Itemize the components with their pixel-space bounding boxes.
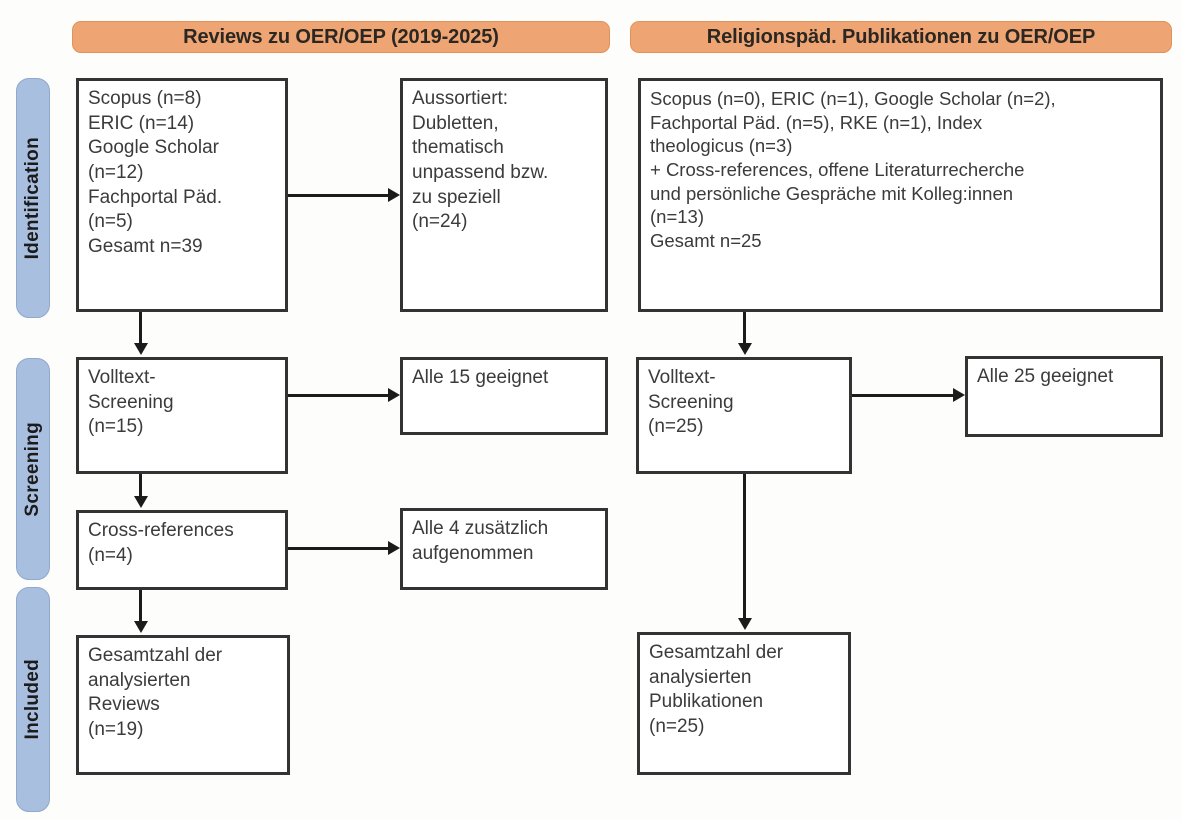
arrowhead-right-screening-to-included <box>738 618 752 630</box>
stage-label-identification-text: Identification <box>22 136 43 260</box>
box-left-cross-references: Cross-references (n=4) <box>76 510 288 590</box>
arrowhead-left-screening-to-crossrefs <box>134 496 148 508</box>
arrowhead-left-identification-to-excluded <box>388 188 400 202</box>
box-left-fulltext-screening: Volltext- Screening (n=15) <box>76 357 288 474</box>
connector-left-screening-to-result <box>288 394 388 397</box>
box-right-fulltext-screening: Volltext- Screening (n=25) <box>636 357 852 474</box>
connector-right-identification-to-screening <box>743 312 746 345</box>
connector-left-identification-to-excluded <box>288 194 388 197</box>
connector-right-screening-to-included <box>743 474 746 620</box>
connector-left-crossrefs-to-included <box>139 590 142 623</box>
box-left-cross-references-result: Alle 4 zusätzlich aufgenommen <box>400 508 608 590</box>
box-left-excluded: Aussortiert: Dubletten, thematisch unpas… <box>400 78 608 312</box>
stage-label-included-text: Included <box>22 659 43 740</box>
connector-left-crossrefs-to-result <box>288 547 388 550</box>
stage-label-screening: Screening <box>16 358 50 580</box>
box-left-identification: Scopus (n=8) ERIC (n=14) Google Scholar … <box>76 78 288 312</box>
arrowhead-left-identification-to-screening <box>134 343 148 355</box>
arrowhead-right-screening-to-result <box>953 388 965 402</box>
box-right-screening-result: Alle 25 geeignet <box>965 356 1163 437</box>
column-header-left: Reviews zu OER/OEP (2019-2025) <box>72 21 610 53</box>
column-header-right: Religionspäd. Publikationen zu OER/OEP <box>630 21 1172 53</box>
box-right-identification: Scopus (n=0), ERIC (n=1), Google Scholar… <box>638 78 1163 312</box>
arrowhead-left-crossrefs-to-result <box>388 541 400 555</box>
box-left-screening-result: Alle 15 geeignet <box>400 357 608 435</box>
arrowhead-left-screening-to-result <box>388 388 400 402</box>
arrowhead-right-identification-to-screening <box>738 343 752 355</box>
stage-label-included: Included <box>16 587 50 812</box>
box-left-included-total: Gesamtzahl der analysierten Reviews (n=1… <box>76 635 290 775</box>
connector-left-identification-to-screening <box>139 312 142 345</box>
box-right-included-total: Gesamtzahl der analysierten Publikatione… <box>637 632 851 775</box>
stage-label-identification: Identification <box>16 78 50 318</box>
connector-left-screening-to-crossrefs <box>139 474 142 498</box>
arrowhead-left-crossrefs-to-included <box>134 621 148 633</box>
stage-label-screening-text: Screening <box>22 421 43 517</box>
connector-right-screening-to-result <box>852 394 953 397</box>
